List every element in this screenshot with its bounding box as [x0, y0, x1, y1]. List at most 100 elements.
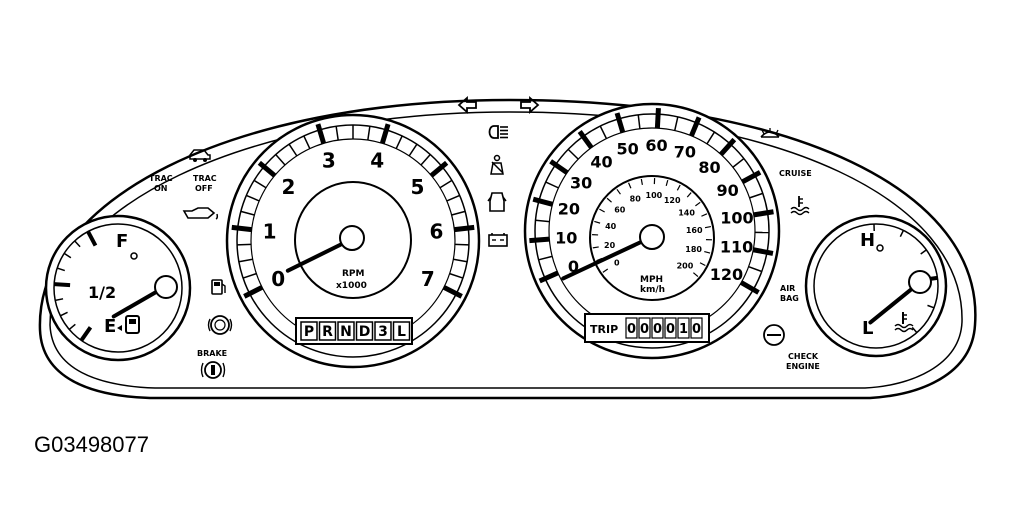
left-turn-arrow-icon	[457, 96, 477, 114]
kmh-label: 180	[685, 245, 702, 254]
kmh-label: 40	[605, 222, 617, 231]
speed-tick	[689, 116, 702, 137]
gear-letter: R	[322, 324, 333, 340]
brake-label: BRAKE	[197, 349, 227, 358]
gear-cell	[337, 321, 355, 341]
gear-letter: N	[340, 324, 352, 340]
trip-cell	[625, 317, 638, 339]
gear-cell	[392, 321, 411, 341]
speed-tick	[739, 280, 760, 295]
tach-tick	[451, 210, 466, 216]
speed-tick	[741, 170, 762, 185]
speed-tick	[549, 159, 569, 175]
fuel-tick	[55, 298, 64, 302]
mph-label: 0	[568, 257, 579, 276]
gear-letter: L	[397, 324, 406, 340]
tach-label: 3	[322, 149, 336, 173]
kmh-tick	[628, 182, 632, 189]
oil-pressure-icon	[182, 207, 219, 220]
trip-cell	[677, 317, 690, 339]
kmh-label: 120	[664, 196, 681, 205]
mph-label: 20	[558, 200, 580, 219]
trip-cell	[638, 317, 651, 339]
tach-tick	[367, 126, 371, 141]
trip-digit: 0	[640, 322, 649, 337]
tach-needle-hub	[339, 225, 365, 251]
tach-tick	[288, 143, 298, 157]
tach-tick	[442, 285, 463, 299]
trac-on-label-1: TRAC	[149, 174, 173, 183]
mph-label: 10	[555, 229, 577, 248]
gear-letter: D	[359, 324, 371, 340]
temp-gauge: H L	[804, 214, 948, 358]
tach-unit-rpm: RPM	[342, 269, 365, 279]
speed-tick	[599, 125, 608, 139]
temp-needle-hub	[908, 270, 932, 294]
coolant-thermometer-icon	[894, 312, 914, 333]
trip-digit: 1	[679, 322, 688, 337]
tach-label: 6	[430, 220, 444, 244]
kmh-label: 140	[678, 208, 695, 217]
kmh-tick	[640, 178, 643, 185]
tach-tick	[454, 224, 475, 233]
tach-tick	[243, 285, 264, 299]
speed-tick	[532, 196, 554, 207]
battery-icon	[488, 233, 508, 247]
speed-tick	[752, 247, 774, 256]
trac-off-label-2: OFF	[195, 184, 213, 193]
gear-cell	[355, 321, 374, 341]
tach-tick	[335, 126, 339, 141]
tach-label: 7	[421, 267, 435, 291]
speed-unit-mph: MPH	[640, 275, 663, 285]
trip-digit: 0	[627, 322, 636, 337]
trip-cell	[651, 317, 664, 339]
speed-tick	[637, 114, 641, 129]
kmh-tick	[676, 184, 681, 191]
trac-indicator-icon	[189, 149, 211, 162]
tach-tick	[420, 154, 431, 166]
mph-label: 80	[698, 158, 720, 177]
tach-tick	[246, 194, 260, 202]
seatbelt-icon	[490, 154, 504, 175]
fuel-empty-label: E	[104, 316, 116, 337]
tach-label: 1	[263, 220, 277, 244]
speed-tick	[577, 130, 594, 150]
kmh-tick	[599, 208, 605, 213]
mph-label: 100	[720, 209, 753, 228]
tach-tick	[395, 135, 403, 149]
kmh-tick	[606, 197, 612, 203]
tach-needle	[285, 238, 352, 273]
fuel-gauge: F 1/2 E	[44, 214, 192, 362]
cluster-housing	[38, 98, 977, 400]
kmh-tick	[699, 262, 706, 267]
speed-tick	[732, 157, 745, 168]
air-bag-label-2: BAG	[780, 294, 799, 303]
tach-tick	[315, 123, 327, 145]
tach-tick	[231, 224, 252, 233]
kmh-label: 80	[630, 194, 642, 203]
tach-tick	[379, 123, 391, 145]
kmh-tick	[665, 179, 669, 187]
kmh-tick	[704, 225, 712, 229]
tach-tick	[303, 135, 311, 149]
tach-tick	[449, 272, 464, 279]
check-engine-symbol-icon	[763, 324, 785, 346]
mph-label: 40	[590, 152, 612, 171]
speed-tick	[748, 265, 763, 273]
tach-tick	[453, 258, 468, 263]
trip-digit: 0	[653, 322, 662, 337]
tach-tick	[446, 194, 460, 202]
tach-tick	[253, 179, 267, 189]
coolant-level-icon	[790, 196, 810, 216]
speed-tick	[529, 236, 550, 244]
gear-cell	[300, 321, 318, 341]
speed-needle-hub	[639, 224, 665, 250]
mph-label: 60	[645, 136, 667, 155]
speed-tick	[535, 219, 550, 223]
gear-cell	[374, 321, 392, 341]
temp-tick	[927, 304, 935, 309]
trip-label: TRIP	[590, 323, 618, 336]
